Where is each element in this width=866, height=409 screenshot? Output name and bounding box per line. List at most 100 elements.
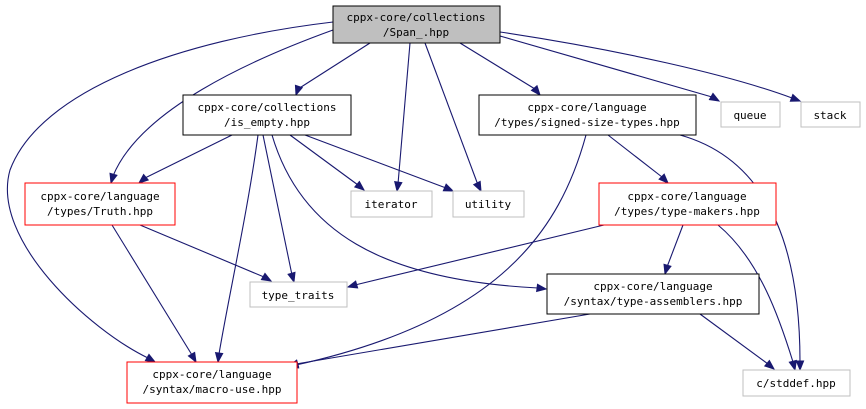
edge-truth-to-macro_use xyxy=(111,224,197,364)
node-box xyxy=(249,281,348,308)
node-type-makers-hpp[interactable]: cppx-core/language /types/type-makers.hp… xyxy=(598,182,777,226)
node-stack[interactable]: stack xyxy=(800,101,861,128)
edge-line xyxy=(111,224,193,356)
edge-line xyxy=(717,224,794,363)
edge-arrowhead xyxy=(472,180,482,193)
node-box xyxy=(720,101,781,128)
edge-arrowhead xyxy=(536,283,548,293)
edge-is_empty-to-type_traits xyxy=(262,134,296,284)
edge-signed_size-to-macro_use xyxy=(287,134,587,369)
node-box xyxy=(742,369,851,397)
edge-arrowhead xyxy=(394,180,403,193)
edge-arrowhead xyxy=(144,353,157,363)
node-span-hpp[interactable]: cppx-core/collections /Span_.hpp xyxy=(332,5,501,44)
node-label-line2: /types/type-makers.hpp xyxy=(614,205,760,218)
edge-type_makers-to-type_assemblers xyxy=(663,224,684,276)
node-box xyxy=(182,94,352,136)
edge-is_empty-to-iterator xyxy=(289,134,366,191)
edge-arrowhead xyxy=(260,272,273,282)
edge-arrowhead xyxy=(763,359,776,370)
node-queue[interactable]: queue xyxy=(720,101,781,128)
edge-span-to-macro_use xyxy=(7,21,334,363)
edge-arrowhead xyxy=(708,92,721,102)
node-label-line1: cppx-core/language xyxy=(527,101,646,114)
edge-is_empty-to-type_assemblers xyxy=(271,134,548,293)
node-label-line1: cppx-core/collections xyxy=(197,101,336,114)
node-c-stddef-hpp[interactable]: c/stddef.hpp xyxy=(742,369,851,397)
edge-arrowhead xyxy=(353,180,366,191)
node-box xyxy=(598,182,777,226)
edge-span-to-stack xyxy=(499,31,802,102)
edge-arrowhead xyxy=(530,84,541,97)
edge-line xyxy=(297,42,371,90)
node-label-line1: cppx-core/language xyxy=(627,190,746,203)
edge-is_empty-to-macro_use xyxy=(214,134,259,364)
edge-arrowhead xyxy=(214,352,224,364)
edge-span-to-utility xyxy=(424,42,482,193)
edge-arrowhead xyxy=(658,173,669,184)
node-label-line2: /types/signed-size-types.hpp xyxy=(494,116,679,129)
edge-line xyxy=(7,21,334,359)
node-label-line1: type_traits xyxy=(262,289,335,302)
edge-line xyxy=(699,313,769,365)
edge-is_empty-to-utility xyxy=(304,134,455,192)
edge-span-to-signed_size xyxy=(459,42,541,97)
edge-signed_size-to-cstddef xyxy=(679,134,805,372)
node-box xyxy=(126,361,298,404)
edge-line xyxy=(112,29,334,177)
edge-line xyxy=(262,134,293,276)
node-macro-use-hpp[interactable]: cppx-core/language /syntax/macro-use.hpp xyxy=(126,361,298,404)
edge-is_empty-to-truth xyxy=(137,134,233,184)
edge-span-to-truth xyxy=(109,29,334,185)
edge-line xyxy=(271,134,539,289)
node-label-line1: queue xyxy=(733,109,766,122)
edge-arrowhead xyxy=(346,280,359,289)
edge-truth-to-type_traits xyxy=(139,224,273,282)
node-label-line2: /syntax/type-assemblers.hpp xyxy=(564,295,743,308)
edge-span-to-iterator xyxy=(394,42,411,193)
edge-type_assemblers-to-cstddef xyxy=(699,313,776,370)
node-label-line1: c/stddef.hpp xyxy=(756,377,835,390)
edge-line xyxy=(499,35,713,98)
edge-line xyxy=(499,31,793,99)
edge-arrowhead xyxy=(287,271,296,284)
edge-arrowhead xyxy=(187,351,197,364)
node-box xyxy=(452,190,525,218)
edge-line xyxy=(304,134,447,189)
node-box xyxy=(478,94,697,136)
node-box xyxy=(24,182,176,226)
edge-line xyxy=(459,42,536,90)
node-label-line1: utility xyxy=(465,198,512,211)
edge-line xyxy=(218,134,259,355)
node-box xyxy=(350,190,433,218)
edge-type_assemblers-to-macro_use xyxy=(287,313,591,368)
edge-arrowhead xyxy=(789,93,802,102)
edge-line xyxy=(424,42,479,186)
edge-arrowhead xyxy=(294,84,304,97)
node-iterator[interactable]: iterator xyxy=(350,190,433,218)
edge-arrowhead xyxy=(663,263,672,276)
edge-arrowhead xyxy=(788,359,797,372)
edge-type_makers-to-type_traits xyxy=(346,224,605,289)
edge-line xyxy=(139,224,265,278)
node-utility[interactable]: utility xyxy=(452,190,525,218)
edge-line xyxy=(289,134,359,186)
node-is-empty-hpp[interactable]: cppx-core/collections /is_empty.hpp xyxy=(182,94,352,136)
node-truth-hpp[interactable]: cppx-core/language /types/Truth.hpp xyxy=(24,182,176,226)
edge-line xyxy=(144,134,233,179)
node-label-line1: cppx-core/collections xyxy=(346,11,485,24)
node-type-assemblers-hpp[interactable]: cppx-core/language /syntax/type-assemble… xyxy=(546,273,760,315)
node-signed-size-types-hpp[interactable]: cppx-core/language /types/signed-size-ty… xyxy=(478,94,697,136)
node-label-line2: /syntax/macro-use.hpp xyxy=(142,383,281,396)
edge-line xyxy=(295,134,587,366)
edge-line xyxy=(397,42,411,185)
edge-span-to-queue xyxy=(499,35,721,102)
node-label-line1: cppx-core/language xyxy=(593,280,712,293)
edge-line xyxy=(666,224,684,268)
edge-span-to-is_empty xyxy=(294,42,371,97)
node-label-line2: /is_empty.hpp xyxy=(224,116,310,129)
edge-line xyxy=(607,134,663,178)
node-type-traits[interactable]: type_traits xyxy=(249,281,348,308)
node-label-line1: stack xyxy=(813,109,846,122)
